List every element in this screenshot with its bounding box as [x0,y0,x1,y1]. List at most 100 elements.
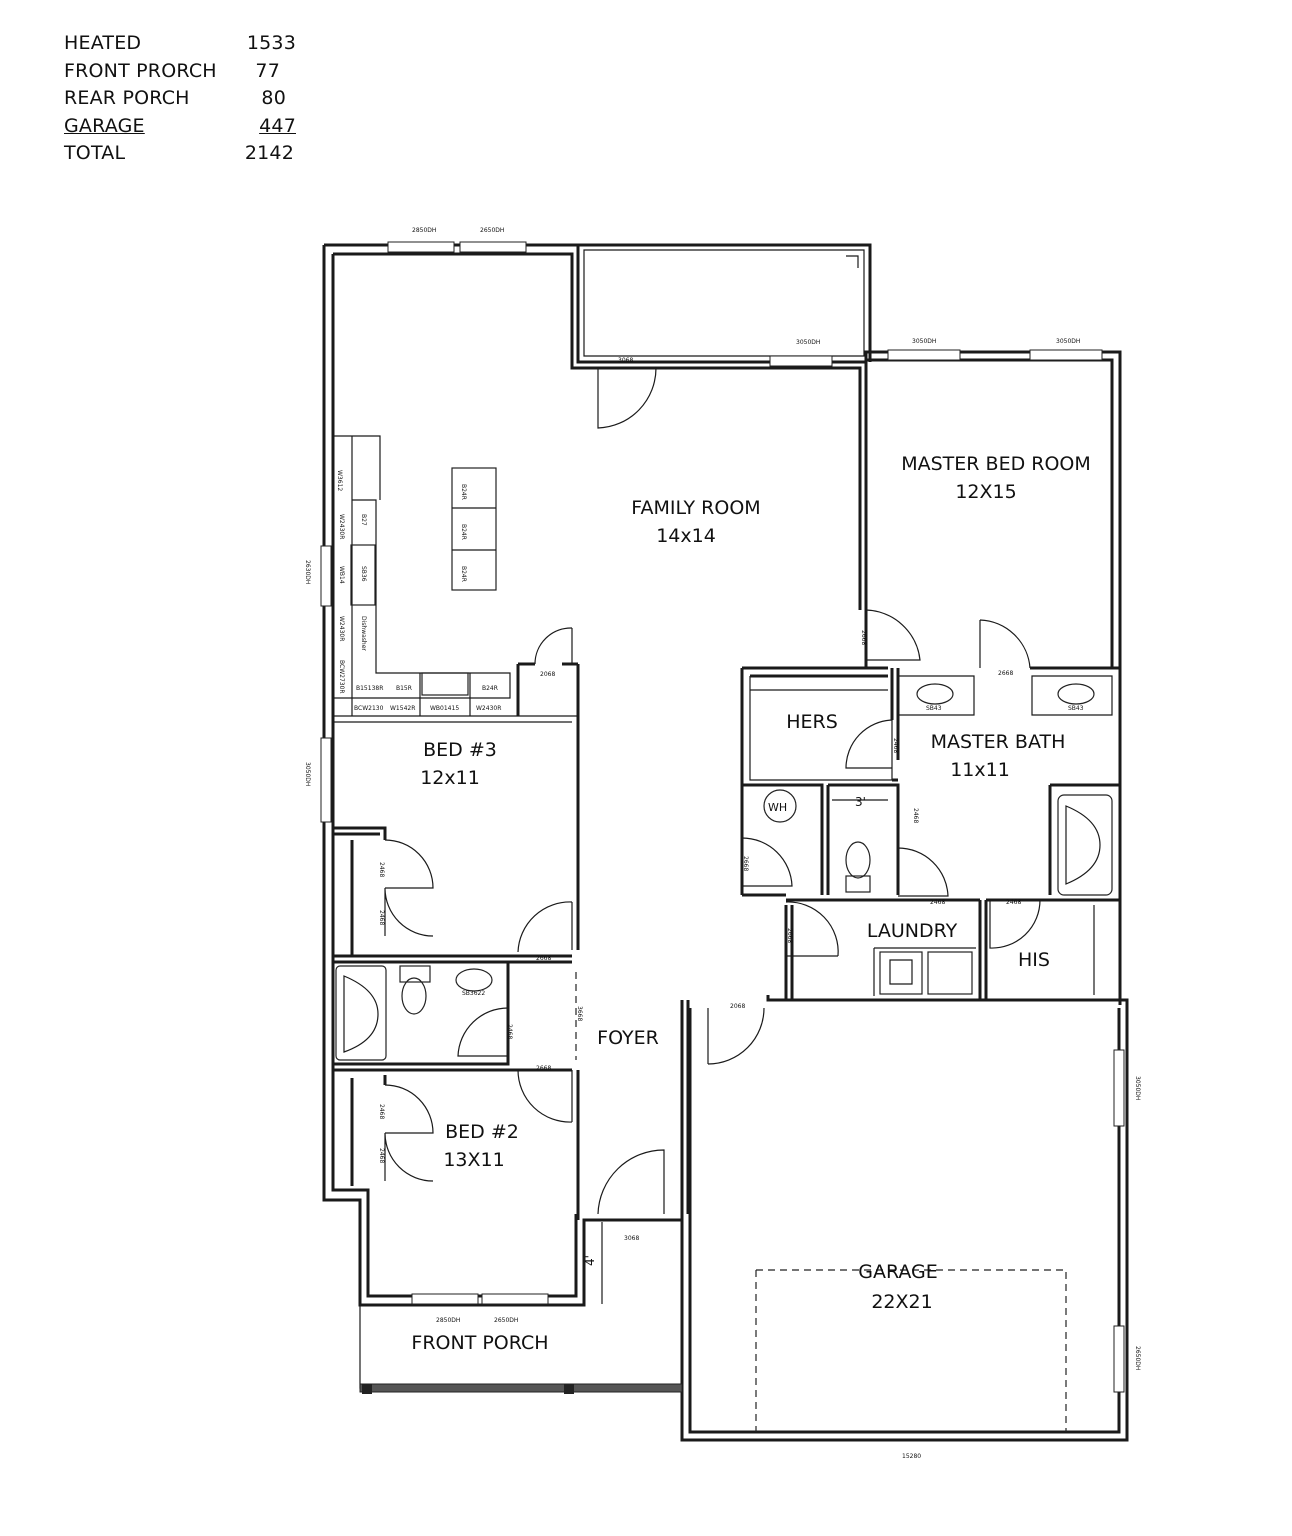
area-label: GARAGE [64,114,145,137]
door-label: 2468 [930,899,945,906]
cabinet-label: W2430R [338,514,345,539]
window-label: 2650DH [1134,1346,1141,1370]
door-label: 2468 [378,862,385,877]
doors [384,367,1041,1215]
door-label: 2668 [536,1065,551,1072]
area-value: 1533 [246,32,296,54]
room-name-laundry: LAUNDRY [867,920,958,942]
door-label: 2668 [998,670,1013,677]
sink-icon [916,683,954,705]
room-size-master-bath: 11x11 [950,759,1010,781]
door-label: 2068 [730,1003,745,1010]
window-label: 2650DH [494,1317,518,1324]
room-name-garage: GARAGE [858,1261,938,1283]
exterior-walls [322,243,1129,1442]
cabinet-label: B24R [482,685,498,692]
window-label: 2630DH [304,560,311,584]
washer-icon [879,951,923,995]
sink-label: SB3622 [462,990,485,997]
dimension-label: 3' [855,795,866,809]
toilet-icon [845,841,871,879]
opening-labels: 2850DH 2650DH 3050DH 3050DH 3050DH 2630D… [304,227,1141,1460]
cabinet-label: B24R [460,524,467,540]
door-label: 2668 [742,856,749,871]
sink-label: SB36 [360,566,367,582]
door-label: 2468 [1006,899,1021,906]
area-value: 447 [259,114,296,137]
room-name-front-porch: FRONT PORCH [411,1332,548,1354]
cabinet-label: B15R [396,685,412,692]
area-value: 2142 [244,142,294,165]
bathtub-icon [335,965,387,1061]
door-label: 2468 [912,808,919,823]
area-value: 80 [261,87,286,110]
cabinet-label: Dishwasher [360,616,367,651]
cabinet-label: B24R [460,484,467,500]
cabinet-label: W3612 [336,470,343,491]
door-label: 3068 [624,1235,639,1242]
cabinet-label: W2430R [338,616,345,641]
area-label: HEATED [64,32,142,54]
cabinet-label: B15138R [356,685,383,692]
window-label: 2650DH [480,227,504,234]
windows [320,241,1125,1393]
door-label: 2468 [378,910,385,925]
window-label: 2850DH [412,227,436,234]
sink-label: SB43 [926,705,942,712]
door-label: 2668 [786,928,793,943]
window-label: 3050DH [912,338,936,345]
room-name-master-bath: MASTER BATH [931,731,1066,753]
cabinet-label: W1542R [390,705,415,712]
cabinet-label: WB01415 [430,705,459,712]
cabinet-label: BCW2730R [338,660,345,694]
room-name-foyer: FOYER [597,1027,659,1049]
room-name-master-bed: MASTER BED ROOM [901,453,1091,475]
toilet-icon [401,977,427,1015]
room-name-his: HIS [1018,949,1050,971]
sink-icon [455,968,493,992]
cabinet-label: B27 [360,514,367,526]
kitchen: W3612 W2430R B27 WB14 W2430R Dishwasher … [332,435,511,716]
water-heater-label: WH [768,801,787,814]
area-row-front-porch: FRONT PRORCH 77 [64,58,304,86]
area-row-garage: GARAGE 447 [64,113,304,141]
room-name-family: FAMILY ROOM [631,497,760,519]
door-label: 3668 [576,1006,583,1021]
room-size-garage: 22X21 [871,1291,932,1313]
area-label: TOTAL [64,142,126,165]
room-name-bed2: BED #2 [445,1121,519,1143]
area-value: 77 [255,59,280,82]
window-label: 3050DH [1056,338,1080,345]
door-label: 2468 [506,1024,513,1039]
door-label: 2668 [860,630,867,645]
area-table: HEATED 1533 FRONT PRORCH 77 REAR PORCH 8… [64,30,304,168]
area-row-heated: HEATED 1533 [64,30,304,58]
door-label: 2068 [540,671,555,678]
area-row-rear-porch: REAR PORCH 80 [64,85,304,113]
cabinet-label: B24R [460,566,467,582]
door-label: 3068 [618,357,633,364]
cabinet-label: W2430R [476,705,501,712]
window-label: 3050DH [1134,1076,1141,1100]
door-label: 2668 [536,955,551,962]
dimensions: 3' 4' [583,795,888,1304]
sink-label: SB43 [1068,705,1084,712]
cabinet-label: BCW2130 [354,705,384,712]
dryer-icon [927,951,973,995]
room-size-master-bed: 12X15 [955,481,1016,503]
door-label: 2468 [892,738,899,753]
area-label: FRONT PRORCH [64,59,217,82]
interior-walls [331,662,1120,1220]
dimension-label: 4' [583,1255,597,1266]
window-label: 2850DH [436,1317,460,1324]
window-label: 3050DH [304,762,311,786]
room-size-bed3: 12x11 [420,767,480,789]
area-row-total: TOTAL 2142 [64,140,304,168]
room-name-hers: HERS [786,711,838,733]
room-size-family: 14x14 [656,525,716,547]
window-label: 3050DH [796,339,820,346]
room-size-bed2: 13X11 [443,1149,504,1171]
fixtures: WH SB43 SB43 SB3622 [335,683,1113,1061]
water-heater-icon [763,789,797,823]
